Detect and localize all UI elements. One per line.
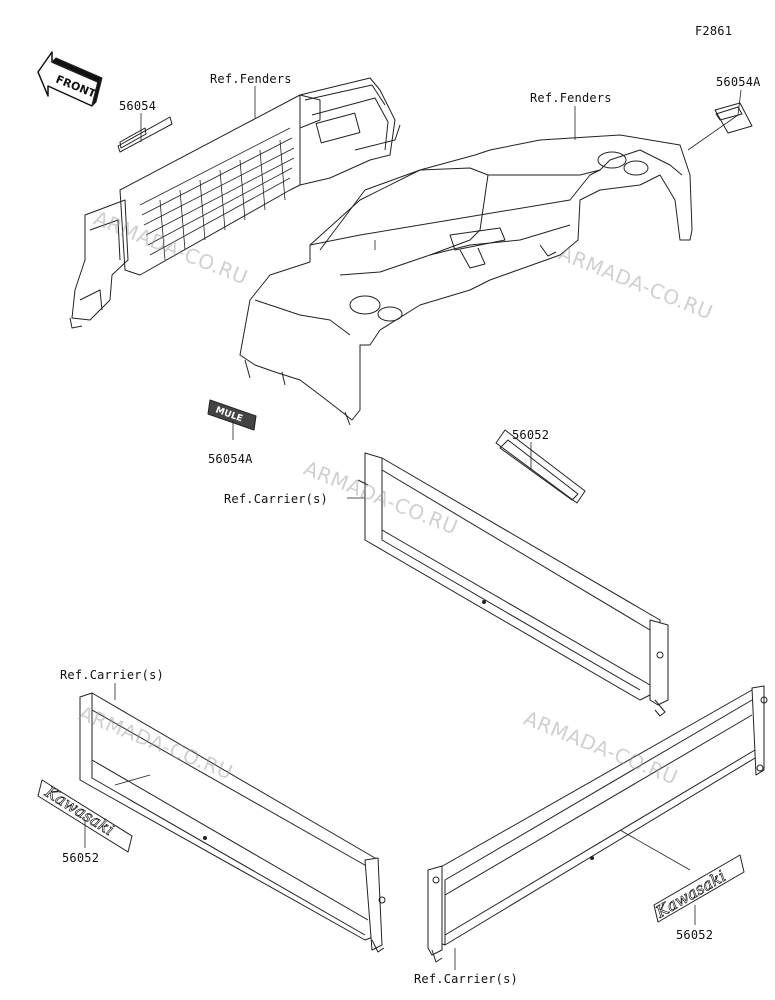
kawasaki-decal-right: Kawasaki (651, 854, 745, 923)
part-56052-mid-label: 56052 (512, 428, 550, 442)
decal-56054 (117, 116, 173, 153)
part-56054-label: 56054 (119, 99, 157, 113)
rear-fender-body (239, 134, 693, 426)
mule-decal: MULE (207, 399, 257, 431)
ref-fenders-left-label: Ref.Fenders (210, 72, 292, 86)
part-56052-left-label: 56052 (62, 851, 100, 865)
carrier-panel-left (79, 692, 386, 953)
part-56052-right-label: 56052 (676, 928, 714, 942)
decal-56052-plain (495, 429, 586, 504)
carrier-panel-middle (357, 452, 669, 717)
ref-carrier-left-label: Ref.Carrier(s) (60, 668, 164, 682)
figure-code: F2861 (695, 24, 733, 38)
part-56054A-top-label: 56054A (716, 75, 761, 89)
ref-carrier-mid-label: Ref.Carrier(s) (224, 492, 328, 506)
leader-lines (84, 86, 742, 970)
carrier-panel-right (427, 685, 768, 963)
part-56054A-bottom-label: 56054A (208, 452, 253, 466)
ref-fenders-right-label: Ref.Fenders (530, 91, 612, 105)
front-arrow-icon: FRONT (37, 51, 103, 107)
front-fender-grille (69, 77, 401, 329)
kawasaki-decal-right-text: Kawasaki (652, 866, 729, 922)
ref-carrier-bottom-label: Ref.Carrier(s) (414, 972, 518, 986)
